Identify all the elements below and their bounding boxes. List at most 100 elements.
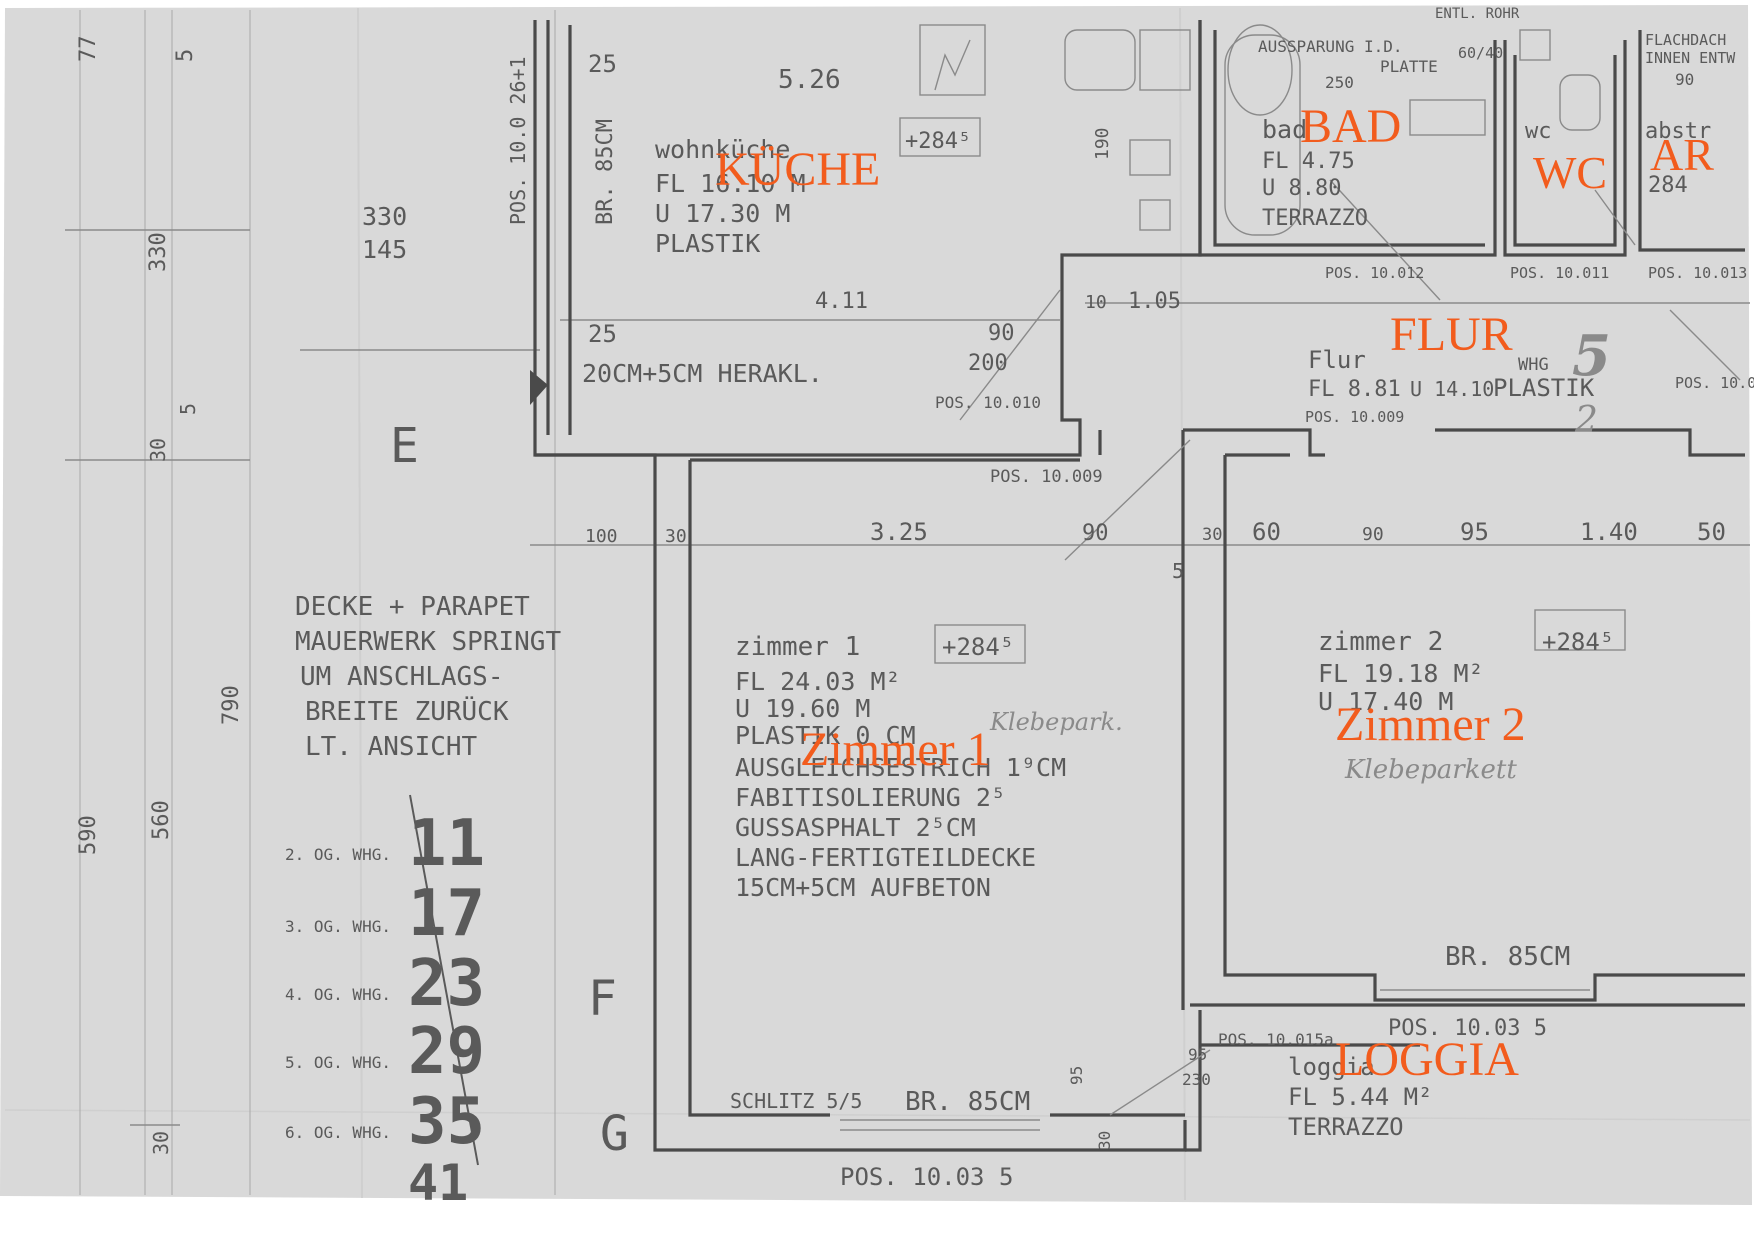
- room-label-wc: WC: [1533, 147, 1607, 198]
- dim-50: 50: [1697, 518, 1726, 546]
- dim-590: 590: [76, 815, 101, 855]
- dim-95b: 95: [1188, 1045, 1207, 1064]
- br85-z2: BR. 85CM: [1445, 942, 1570, 972]
- dim-30c: 30: [665, 526, 687, 547]
- wall-note: 20CM+5CM HERAKL.: [582, 359, 823, 388]
- roof-90: 90: [1675, 70, 1694, 89]
- kitchen-width: 4.11: [815, 289, 868, 314]
- room-label-ar: AR: [1650, 129, 1714, 180]
- z2-u: U 17.40 M: [1318, 687, 1453, 716]
- dim-330b: 330: [146, 232, 171, 272]
- entl-rohr: ENTL. ROHR: [1435, 6, 1520, 22]
- z2-hand: Klebeparkett: [1344, 755, 1517, 785]
- dim-30b: 30: [149, 1131, 173, 1155]
- num-41: 41: [408, 1154, 468, 1212]
- note-l3: UM ANSCHLAGS-: [300, 662, 504, 692]
- dim-330a: 330: [362, 202, 407, 231]
- z1-u: U 19.60 M: [735, 694, 870, 723]
- z1-l4: LANG-FERTIGTEILDECKE: [735, 843, 1036, 872]
- dimension-lines-left: [65, 10, 1750, 1195]
- floor-3: 3. OG. WHG.: [285, 917, 391, 936]
- kitchen-u: U 17.30 M: [655, 199, 790, 228]
- room-label-kueche: KÜCHE: [715, 143, 880, 196]
- loggia-fl: FL 5.44 M²: [1288, 1083, 1433, 1111]
- z1-hand: Klebepark.: [989, 708, 1123, 736]
- dim-10: 10: [1085, 292, 1107, 313]
- z1-fl: FL 24.03 M²: [735, 667, 901, 696]
- pos-10009a: POS. 10.009: [990, 467, 1103, 487]
- dim-5b: 5: [173, 49, 198, 62]
- z1-name: zimmer 1: [735, 632, 860, 662]
- dim-30e: 30: [1095, 1131, 1114, 1150]
- num-29: 29: [408, 1015, 485, 1089]
- room-label-zimmer2: Zimmer 2: [1335, 698, 1526, 751]
- flur-u: U 14.10: [1410, 377, 1494, 401]
- dim-30a: 30: [146, 438, 170, 462]
- wc-name: wc: [1525, 119, 1552, 144]
- dim-95c: 95: [1067, 1066, 1086, 1085]
- z1-l2: FABITISOLIERUNG 2⁵: [735, 783, 1006, 812]
- room-labels: KÜCHE BAD WC AR FLUR Zimmer 1 Zimmer 2 L…: [715, 100, 1714, 1086]
- room-label-loggia: LOGGIA: [1335, 1033, 1519, 1086]
- num-11: 11: [408, 807, 485, 881]
- dim-190: 190: [1092, 127, 1113, 160]
- floor-4: 4. OG. WHG.: [285, 985, 391, 1004]
- dim-25a: 25: [588, 50, 617, 78]
- bath-note1: AUSSPARUNG I.D.: [1258, 37, 1403, 56]
- pos-10013: POS. 10.013: [1648, 264, 1747, 282]
- kitchen-dim: 5.26: [778, 65, 841, 95]
- ar-name: abstr: [1645, 119, 1711, 144]
- whg-sub: 2: [1574, 400, 1598, 441]
- dim-100: 100: [585, 526, 618, 547]
- dim-30d: 30: [1202, 525, 1222, 545]
- pos-10009b: POS. 10.009: [1305, 408, 1404, 426]
- dim-60: 60: [1252, 518, 1281, 546]
- bath-250: 250: [1325, 73, 1354, 92]
- roof-note1: FLACHDACH: [1645, 31, 1726, 49]
- pos-1001: POS. 10.0: [1675, 374, 1754, 392]
- fixtures: [530, 24, 1741, 1131]
- roof-note2: INNEN ENTW: [1645, 49, 1736, 67]
- pos-10010: POS. 10.010: [935, 393, 1041, 412]
- dim-5: 5: [176, 403, 200, 415]
- num-17: 17: [408, 877, 485, 951]
- whg-num: 5: [1572, 323, 1611, 389]
- bath-note2: PLATTE: [1380, 57, 1438, 76]
- z2-fl: FL 19.18 M²: [1318, 659, 1484, 688]
- dim-95: 95: [1460, 518, 1489, 546]
- loggia-name: loggia: [1288, 1053, 1375, 1081]
- dim-105: 1.05: [1128, 289, 1181, 314]
- kitchen-fl: FL 16.10 M: [655, 169, 806, 198]
- pos-vertical: POS. 10.0 26+1: [506, 56, 530, 225]
- z1-l5: 15CM+5CM AUFBETON: [735, 873, 991, 902]
- flur-fl: FL 8.81: [1308, 377, 1401, 402]
- br85-vertical: BR. 85CM: [593, 119, 618, 225]
- bath-fl: FL 4.75: [1262, 149, 1355, 174]
- pos-10035b: POS. 10.03 5: [1388, 1016, 1547, 1041]
- pos-10035a: POS. 10.03 5: [840, 1163, 1013, 1191]
- dim-230: 230: [1182, 1070, 1211, 1089]
- dim-140: 1.40: [1580, 518, 1638, 546]
- dim-90b: 90: [1362, 524, 1384, 545]
- note-l4: BREITE ZURÜCK: [305, 695, 509, 727]
- dim-790: 790: [219, 685, 244, 725]
- dim-325: 3.25: [870, 518, 928, 546]
- kitchen-height: +284⁵: [905, 129, 971, 154]
- z1-l3: GUSSASPHALT 2⁵CM: [735, 813, 976, 842]
- axis-f: F: [588, 971, 617, 1027]
- dim-145: 145: [362, 235, 407, 264]
- whg: WHG: [1518, 355, 1549, 375]
- walls: [533, 20, 1745, 1152]
- floor-5: 5. OG. WHG.: [285, 1053, 391, 1072]
- room-label-flur: FLUR: [1390, 308, 1513, 361]
- flur-name: Flur: [1308, 346, 1366, 374]
- dim-560: 560: [149, 800, 174, 840]
- note-l1: DECKE + PARAPET: [295, 592, 530, 622]
- br85-z1: BR. 85CM: [905, 1087, 1030, 1117]
- schlitz: SCHLITZ 5/5: [730, 1089, 862, 1113]
- dim-90a: 90: [1082, 521, 1109, 546]
- z1-l1: AUSGLEICHSESTRICH 1⁹CM: [735, 753, 1066, 782]
- bath-6040: 60/40: [1458, 44, 1503, 62]
- axis-e: E: [390, 418, 419, 474]
